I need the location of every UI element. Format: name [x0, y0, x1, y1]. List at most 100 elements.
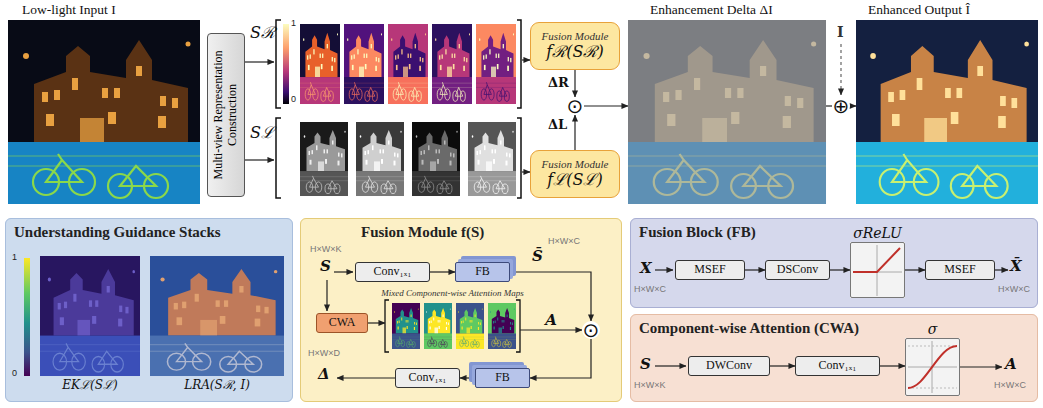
box-label: Conv₁ₓ₁: [819, 359, 857, 373]
panel-fills: [5, 218, 1038, 402]
box-label: MSEF: [944, 263, 975, 277]
art-rect: [630, 218, 1038, 308]
input-image: Low-light Input I: [8, 20, 200, 204]
conv-box: Conv₁ₓ₁: [355, 262, 430, 282]
hadamard-operator: ⊙: [566, 97, 584, 115]
colorbar-value: 0: [291, 94, 296, 104]
tensor-shape: H×W×K: [634, 380, 666, 390]
art-rect: [905, 338, 960, 396]
tensor-shape: H×W×D: [308, 348, 340, 358]
module-formula: fℒ(Sℒ): [547, 171, 602, 189]
connector: [850, 105, 856, 106]
box-label: FB: [475, 265, 490, 279]
operator-symbol: ⊙: [583, 321, 600, 339]
stack-symbol: Sℒ: [250, 124, 274, 142]
map-caption: EKℒ(Sℒ): [62, 379, 117, 393]
guidance-map: LRA(Sℛ, I): [150, 256, 284, 376]
scene-image: [488, 303, 516, 349]
input-symbol: I: [837, 24, 844, 40]
delta-symbol: ΔR: [548, 76, 569, 91]
conv-box: Conv₁ₓ₁: [395, 368, 460, 388]
guidance-panel: Understanding Guidance StacksEKℒ(Sℒ)LRA(…: [5, 218, 293, 402]
tensor-symbol: S̄: [532, 248, 543, 265]
connector: [574, 70, 575, 97]
edge-label: A: [543, 311, 559, 329]
fusion-module-box: Fusion Modulefℒ(Sℒ): [530, 150, 620, 198]
colorbar-value: 1: [12, 252, 17, 262]
box-label: FB: [495, 371, 510, 385]
tensor-symbol: A: [1005, 356, 1017, 373]
box-label: MSEF: [694, 263, 725, 277]
scene-image: [40, 256, 140, 376]
conv-box: DSConv: [765, 260, 830, 280]
scene-image: [344, 24, 384, 104]
art-path: [853, 245, 902, 296]
art-path: [840, 44, 841, 95]
connector: [245, 61, 274, 62]
tensor-symbol: Δ: [318, 366, 330, 383]
operator-symbol: ⊕: [833, 97, 850, 115]
art-path: [655, 365, 686, 366]
attention-maps: [385, 300, 520, 352]
graph-label: σReLU: [853, 225, 902, 241]
connector: [830, 269, 850, 270]
art-rect: [283, 24, 289, 104]
scene-image: [476, 24, 516, 104]
scene-image: [412, 122, 460, 196]
colorbar-value: 0: [12, 368, 17, 378]
graph-label: σ: [928, 321, 938, 337]
connector: [574, 115, 575, 150]
attention-stack: Mixed Component-wise Attention Maps: [385, 300, 520, 352]
map-caption: LRA(Sℛ, I): [184, 379, 250, 393]
scene-image: [456, 303, 484, 349]
scene-image: [150, 256, 284, 376]
connector: [522, 59, 530, 60]
image-title: Enhancement Delta ΔI: [650, 2, 773, 18]
delta-image: Enhancement Delta ΔI: [628, 20, 826, 204]
attention-panel: Component-wise Attention (CWA)DWConvConv…: [630, 314, 1038, 402]
hadamard-operator: ⊙: [582, 321, 600, 339]
representation-stack: Sℛ: [274, 18, 522, 110]
stack-caption: Mixed Component-wise Attention Maps: [381, 288, 524, 298]
box-label: Multi-view Representation Construction: [212, 37, 240, 193]
scene-image: [856, 20, 1038, 204]
art-path: [908, 346, 957, 388]
box-label: Conv₁ₓ₁: [374, 265, 412, 279]
tensor-shape: H×W×C: [998, 284, 1030, 294]
conv-box: Conv₁ₓ₁: [795, 356, 880, 376]
image-title: Low-light Input I: [22, 2, 116, 18]
art-rect: [850, 242, 905, 298]
box-label: CWA: [329, 316, 356, 330]
tensor-shape: H×W×K: [310, 244, 342, 254]
attention-box: CWA: [316, 313, 368, 333]
connector: [520, 329, 582, 330]
msef-box: MSEF: [675, 260, 745, 280]
art-rect: [630, 314, 1038, 402]
art-path: [995, 269, 1008, 270]
conv-box: DWConv: [688, 356, 770, 376]
block-panel: Fusion Block (FB)MSEFDSConvσReLUMSEF: [630, 218, 1038, 308]
box-label: DWConv: [706, 359, 752, 373]
connector: [522, 171, 530, 172]
connector: [245, 159, 274, 160]
art-path: [960, 366, 1002, 367]
module-title: Fusion Module: [542, 30, 609, 43]
tensor-symbol: X̄: [1010, 258, 1022, 275]
tensor-symbol: S: [320, 258, 331, 275]
art-path: [276, 20, 521, 198]
connector: [880, 365, 905, 366]
scene-image: [432, 24, 472, 104]
colorbar-value: 1: [291, 18, 296, 28]
scene-image: [8, 20, 200, 204]
connector: [368, 322, 385, 323]
representation-stack: Sℒ: [274, 116, 522, 200]
art-rect: [300, 218, 622, 402]
art-path: [326, 280, 327, 311]
connector: [745, 269, 765, 270]
connector: [460, 377, 475, 378]
box-label: DSConv: [777, 263, 818, 277]
representation-maps: [276, 20, 521, 198]
